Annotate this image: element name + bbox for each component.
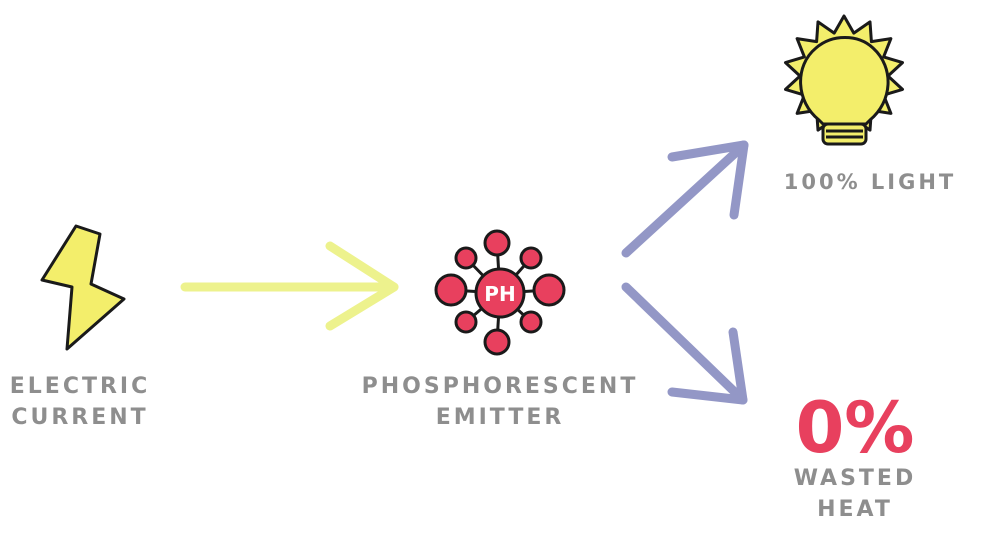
lightning-bolt-icon xyxy=(40,224,126,351)
label-wasted-heat: WASTED HEAT xyxy=(770,463,940,525)
label-heat-percent: 0% xyxy=(795,387,915,469)
molecule-badge-label: PH xyxy=(484,282,515,306)
arrow-current-to-emitter xyxy=(180,241,399,331)
molecule-icon xyxy=(434,229,566,356)
label-phosphorescent-emitter-line1: PHOSPHORESCENT xyxy=(361,374,639,399)
label-wasted-heat-line2: HEAT xyxy=(817,497,893,522)
label-electric-current-line2: CURRENT xyxy=(11,405,149,430)
light-bulb-icon xyxy=(784,14,904,146)
label-wasted-heat-line1: WASTED xyxy=(793,466,917,491)
label-light-text: 100% LIGHT xyxy=(783,170,957,194)
arrow-emitter-to-light xyxy=(621,140,749,258)
label-electric-current: ELECTRIC CURRENT xyxy=(0,371,160,433)
label-phosphorescent-emitter-line2: EMITTER xyxy=(435,405,565,430)
label-phosphorescent-emitter: PHOSPHORESCENT EMITTER xyxy=(340,371,660,433)
arrow-emitter-to-heat xyxy=(621,282,748,405)
label-light: 100% LIGHT xyxy=(755,167,985,198)
label-electric-current-line1: ELECTRIC xyxy=(9,374,151,399)
